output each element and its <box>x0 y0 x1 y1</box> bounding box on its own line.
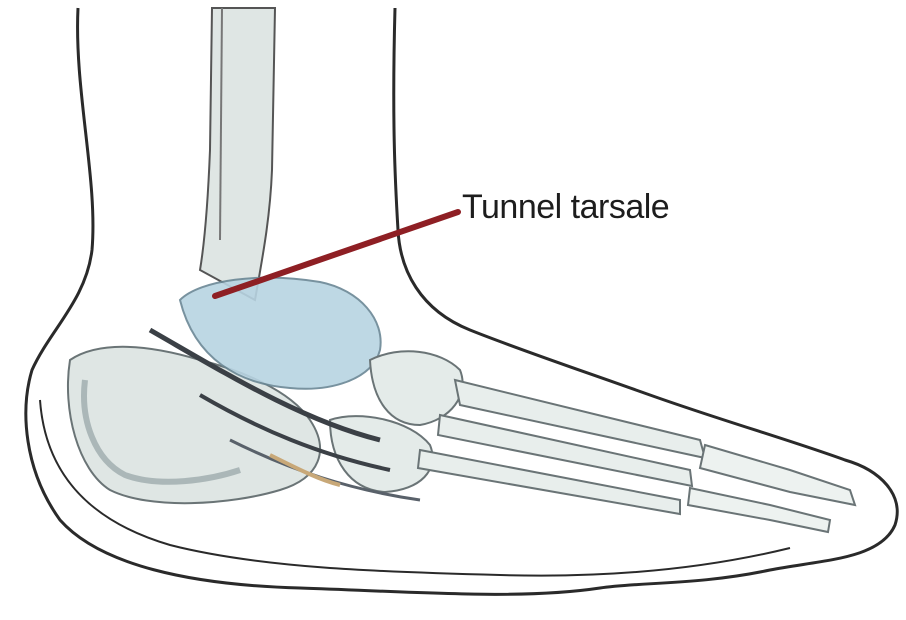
navicular-bone <box>370 351 463 425</box>
tibia-bone <box>200 8 275 300</box>
annotation-label: Tunnel tarsale <box>462 188 669 227</box>
